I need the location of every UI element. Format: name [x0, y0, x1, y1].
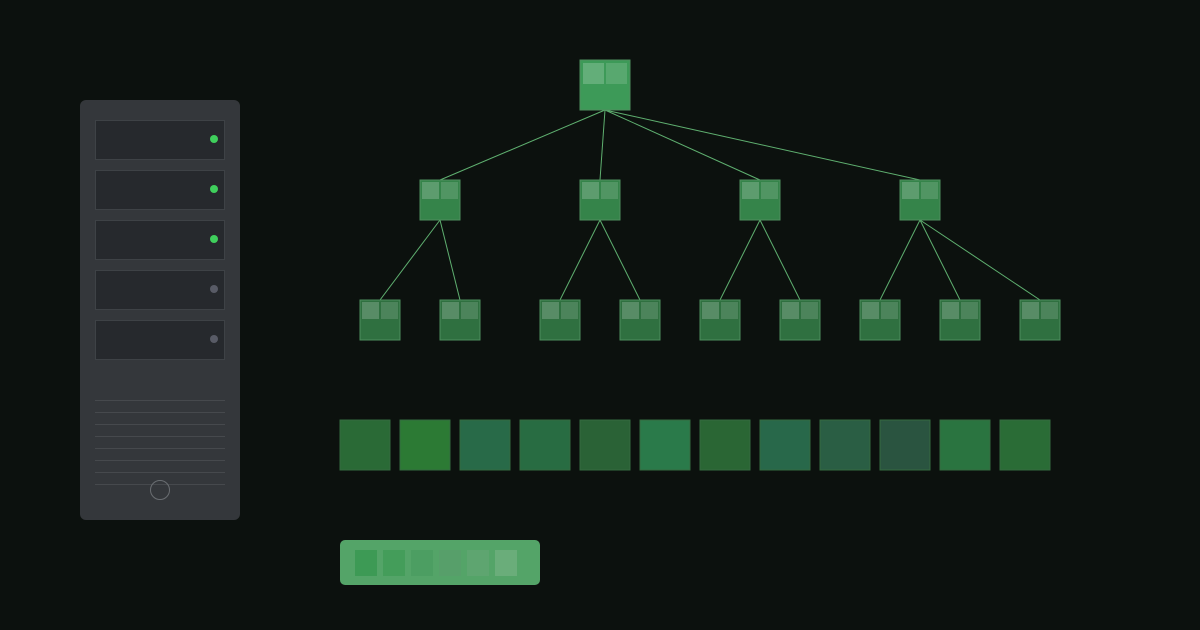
drive-bay — [95, 320, 225, 360]
tree-link — [599, 109, 606, 181]
tree-link — [439, 219, 461, 301]
strip-cell — [355, 550, 377, 576]
branch-node — [899, 179, 941, 221]
data-block — [519, 419, 571, 471]
drive-bay — [95, 220, 225, 260]
leaf-node — [359, 299, 401, 341]
tree-link — [439, 109, 606, 181]
data-block — [399, 419, 451, 471]
leaf-node — [1019, 299, 1061, 341]
vent-line — [95, 412, 225, 413]
branch-node — [419, 179, 461, 221]
data-block — [699, 419, 751, 471]
status-led — [210, 285, 218, 293]
drive-bay — [95, 170, 225, 210]
status-led — [210, 135, 218, 143]
tree-links — [379, 109, 1041, 301]
leaf-node — [939, 299, 981, 341]
root-node — [579, 59, 631, 111]
strip-cell — [383, 550, 405, 576]
server-tower — [80, 100, 240, 520]
status-led — [210, 235, 218, 243]
vent-line — [95, 436, 225, 437]
data-block — [939, 419, 991, 471]
leaf-node — [539, 299, 581, 341]
vent-line — [95, 460, 225, 461]
data-block — [819, 419, 871, 471]
leaf-node — [439, 299, 481, 341]
tree-link — [879, 219, 921, 301]
vent-line — [95, 448, 225, 449]
data-block — [639, 419, 691, 471]
drive-bay — [95, 120, 225, 160]
tree-link — [919, 219, 961, 301]
status-led — [210, 185, 218, 193]
tree-link — [604, 109, 761, 181]
strip-cell — [439, 550, 461, 576]
vent-line — [95, 400, 225, 401]
strip-cell — [467, 550, 489, 576]
data-block — [879, 419, 931, 471]
tree-nodes — [359, 59, 1061, 341]
power-button[interactable] — [150, 480, 170, 500]
color-strip — [340, 540, 540, 585]
strip-cell — [411, 550, 433, 576]
tree-link — [604, 109, 921, 181]
leaf-node — [619, 299, 661, 341]
block-row — [339, 419, 1051, 471]
tree-link — [559, 219, 601, 301]
vent-line — [95, 472, 225, 473]
tree-link — [599, 219, 641, 301]
strip-cell — [495, 550, 517, 576]
branch-node — [579, 179, 621, 221]
leaf-node — [699, 299, 741, 341]
data-block — [579, 419, 631, 471]
data-block — [459, 419, 511, 471]
drive-bay — [95, 270, 225, 310]
data-block — [999, 419, 1051, 471]
vent-line — [95, 424, 225, 425]
status-led — [210, 335, 218, 343]
tree-link — [759, 219, 801, 301]
leaf-node — [779, 299, 821, 341]
tree-link — [379, 219, 441, 301]
data-block — [759, 419, 811, 471]
tree-link — [919, 219, 1041, 301]
data-block — [339, 419, 391, 471]
tree-link — [719, 219, 761, 301]
branch-node — [739, 179, 781, 221]
leaf-node — [859, 299, 901, 341]
